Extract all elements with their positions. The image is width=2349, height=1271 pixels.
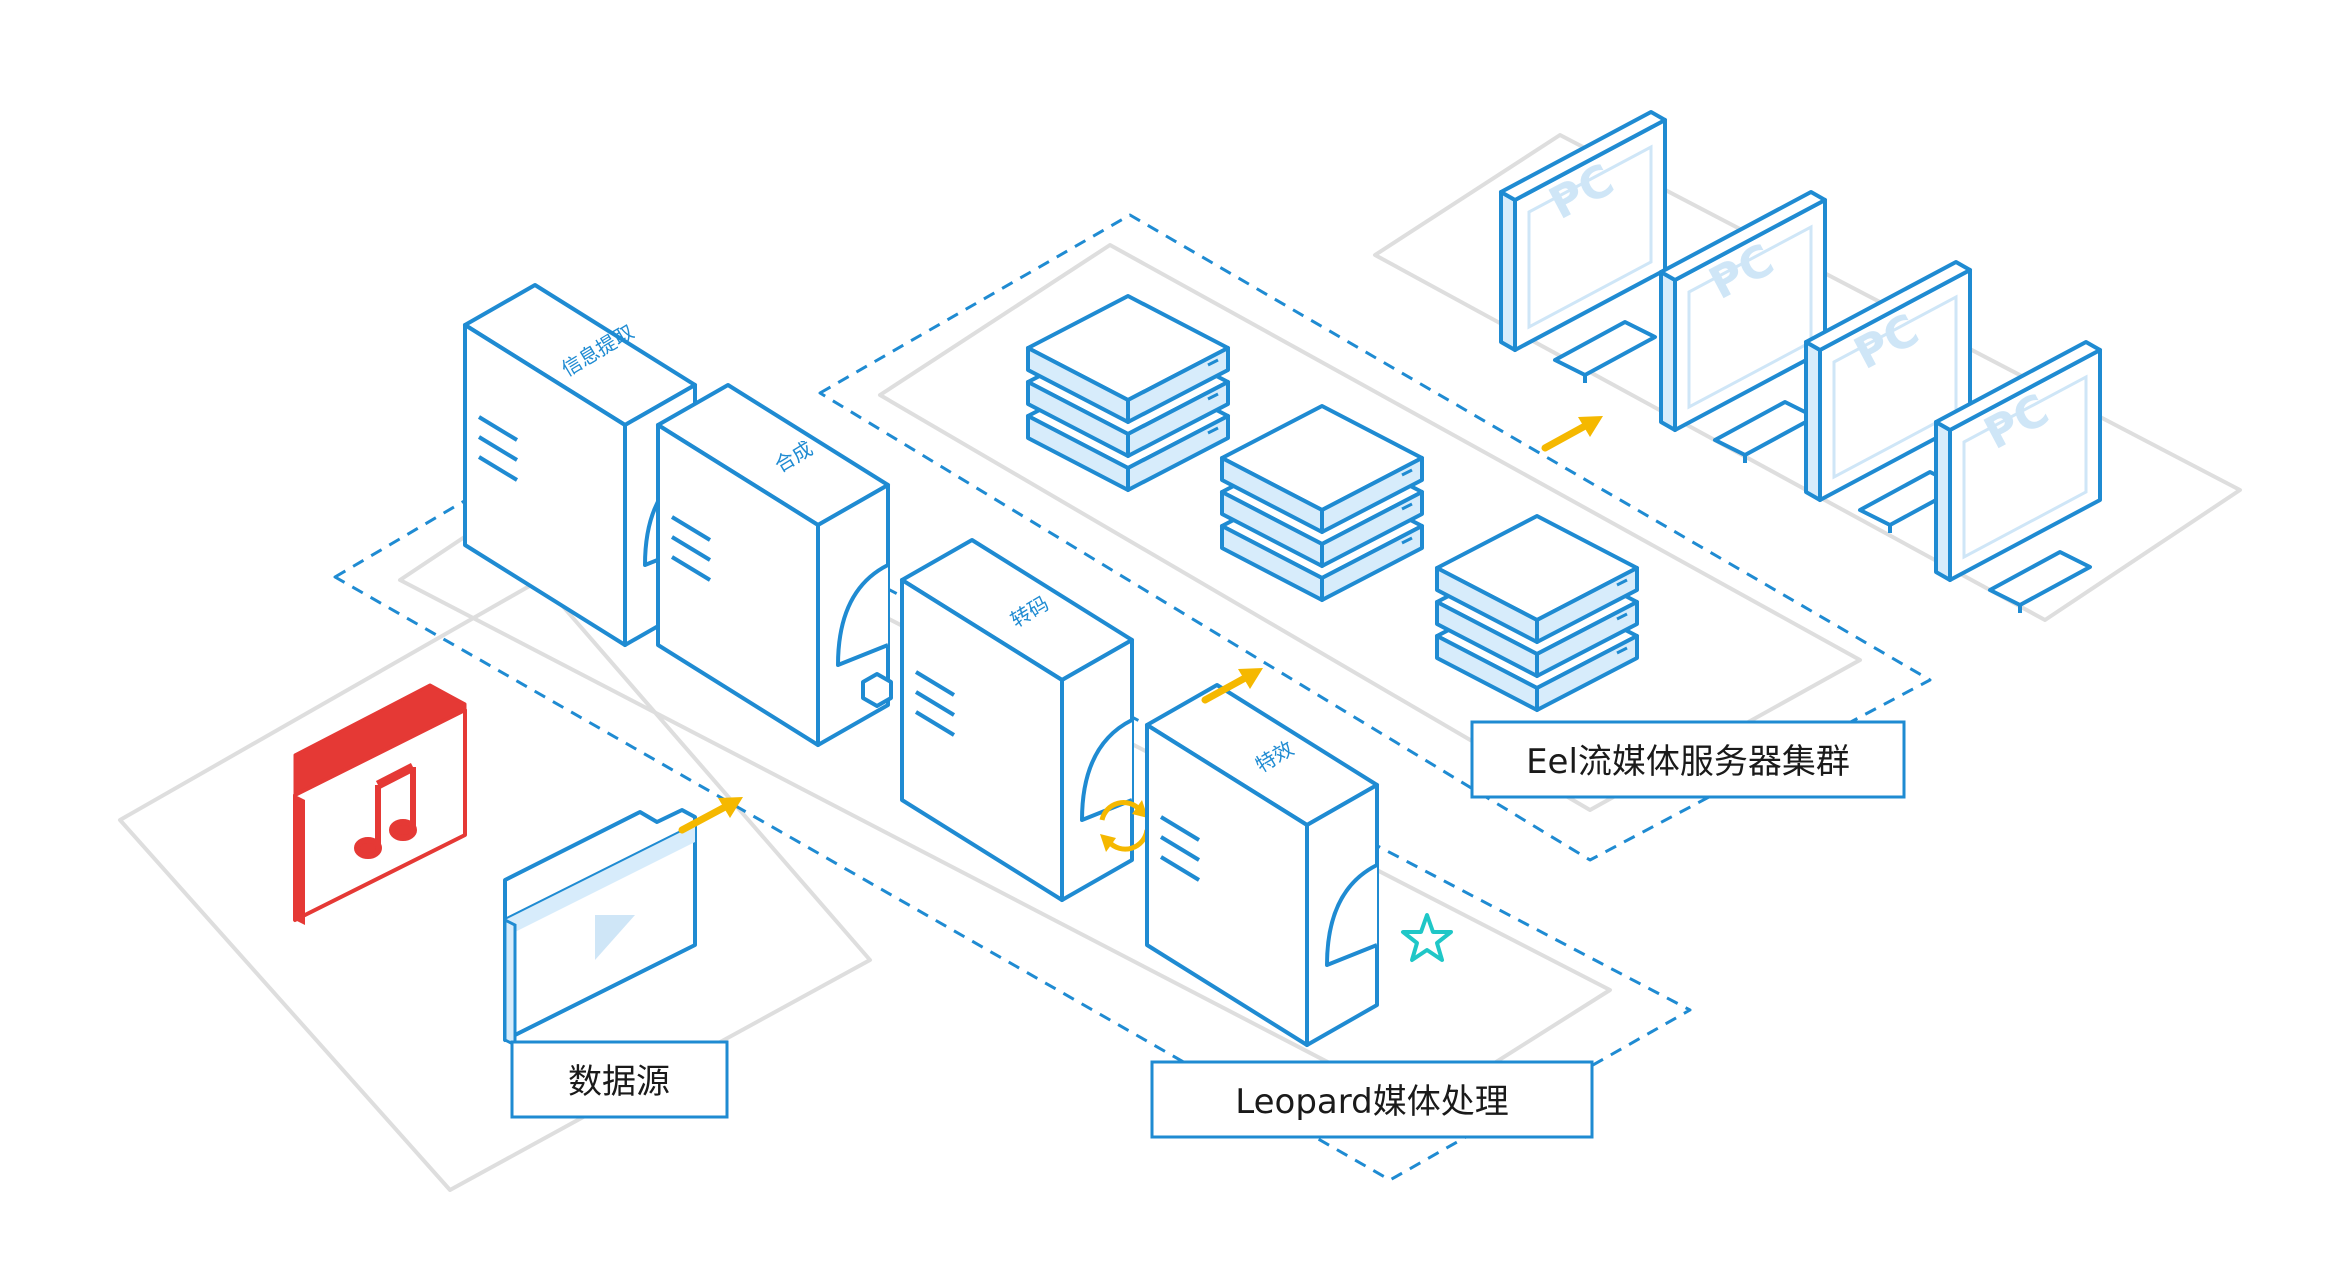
server-compose: 合成 — [656, 383, 893, 747]
server-transcode: 转码 — [900, 538, 1150, 902]
stream-cluster-label-box: Eel流媒体服务器集群 — [1470, 720, 1906, 799]
pc-monitor-4: PC — [1934, 340, 2102, 615]
play-icon — [595, 915, 635, 960]
cluster-platform — [878, 243, 1862, 812]
pc-monitor-1: PC — [1499, 110, 1667, 385]
data-source-label: 数据源 — [568, 1062, 670, 1102]
media-processing-label-box: Leopard媒体处理 — [1150, 1060, 1594, 1139]
media-processing-label: Leopard媒体处理 — [1235, 1082, 1508, 1122]
pc-monitor-2: PC — [1659, 190, 1827, 465]
arrow-up-right-icon — [678, 797, 743, 834]
cluster-zone-boundary — [818, 213, 1932, 862]
arrow-up-right-icon — [1201, 668, 1263, 704]
arrow-up-right-icon — [1541, 416, 1603, 452]
video-folder — [503, 808, 697, 1048]
pc-monitor-3: PC — [1804, 260, 1972, 535]
storage-stack-1 — [1026, 294, 1230, 492]
music-note-icon — [354, 762, 417, 859]
star-icon — [1401, 913, 1453, 962]
hexagon-icon — [861, 672, 893, 708]
data-source-label-box: 数据源 — [510, 1040, 729, 1119]
audio-folder — [293, 683, 467, 925]
server-effects: 特效 — [1145, 683, 1453, 1047]
storage-stack-2 — [1220, 404, 1424, 602]
stream-cluster-label: Eel流媒体服务器集群 — [1526, 742, 1850, 782]
data-source-platform — [118, 578, 872, 1192]
storage-stack-3 — [1435, 514, 1639, 712]
